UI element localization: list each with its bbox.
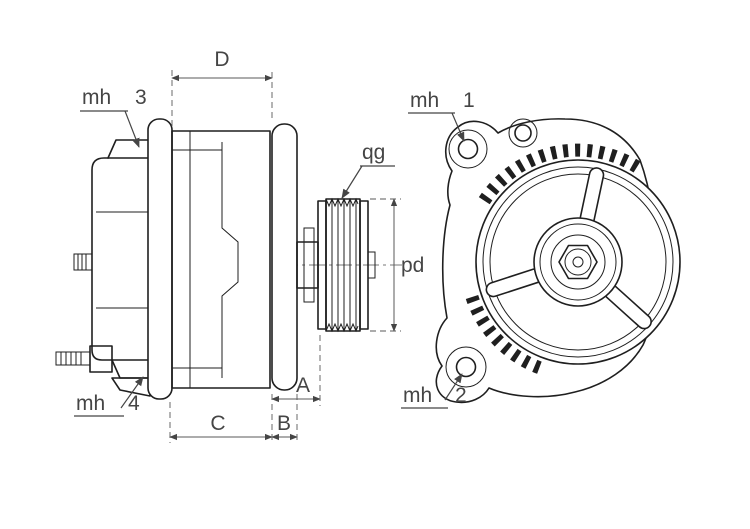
side-view xyxy=(55,118,402,400)
rear-housing xyxy=(91,139,149,379)
leader-mh4: mh 4 xyxy=(74,376,144,417)
dimension-c: C xyxy=(169,402,273,443)
mounting-stud xyxy=(55,345,151,397)
label-qg: qg xyxy=(362,141,385,164)
pulley-side xyxy=(317,197,376,333)
pulley-hub xyxy=(533,217,623,307)
terminal-stud xyxy=(73,253,93,271)
pulley-front xyxy=(475,159,681,365)
rear-mount-bracket xyxy=(147,118,173,400)
label-mh4-num: 4 xyxy=(128,392,140,415)
dimension-a: A xyxy=(271,335,321,406)
front-view: mh 1 mh 2 xyxy=(401,89,681,409)
mounting-hole-1 xyxy=(448,129,488,169)
label-dim-c: C xyxy=(210,412,225,435)
mounting-hole-top xyxy=(508,118,538,148)
label-mh4: mh xyxy=(76,392,105,415)
label-mh3-num: 3 xyxy=(135,86,147,109)
label-mh1-num: 1 xyxy=(463,89,475,112)
vent-slots xyxy=(465,143,641,376)
leader-mh1: mh 1 xyxy=(408,89,475,142)
leader-qg: qg xyxy=(341,141,395,199)
label-mh1: mh xyxy=(410,89,439,112)
label-mh3: mh xyxy=(82,86,111,109)
leader-mh3: mh 3 xyxy=(80,86,147,148)
dimension-pd: pd xyxy=(370,198,424,332)
leader-mh2: mh 2 xyxy=(401,373,467,409)
stator-body xyxy=(171,130,271,389)
label-dim-b: B xyxy=(277,412,291,435)
front-mount-bracket xyxy=(271,123,298,391)
label-dim-pd: pd xyxy=(401,254,424,277)
label-dim-d: D xyxy=(214,48,229,71)
label-dim-a: A xyxy=(296,374,310,397)
mounting-hole-2 xyxy=(445,346,487,388)
dimension-d: D xyxy=(171,48,273,126)
pulley-ribs xyxy=(325,197,359,333)
label-mh2-num: 2 xyxy=(455,384,467,407)
label-mh2: mh xyxy=(403,384,432,407)
dimension-b: B xyxy=(271,394,298,443)
